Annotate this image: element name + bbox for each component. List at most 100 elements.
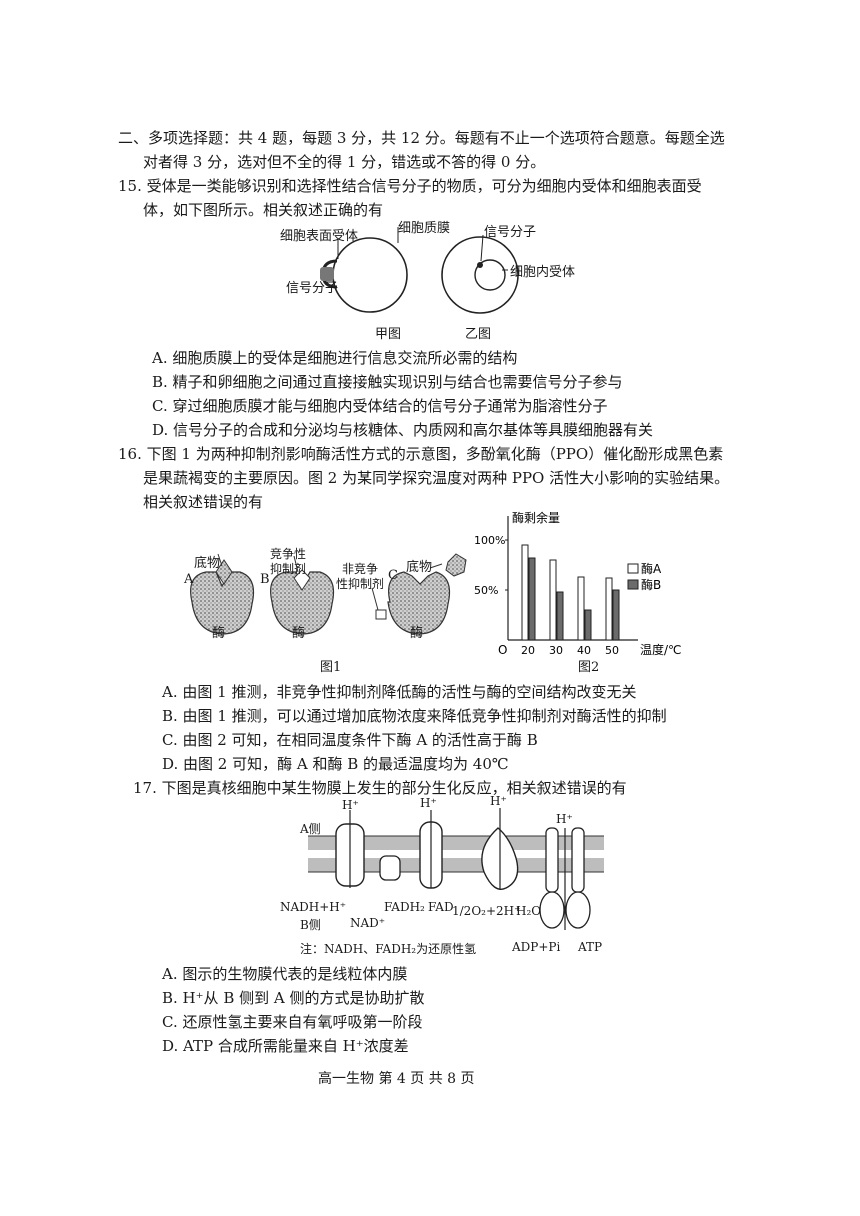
q17-option-b: B. H⁺从 B 侧到 A 侧的方式是协助扩散 bbox=[162, 989, 425, 1007]
q17-stem: 17. 下图是真核细胞中某生物膜上发生的部分生化反应，相关叙述错误的有 bbox=[133, 779, 627, 797]
q17-option-a: A. 图示的生物膜代表的是线粒体内膜 bbox=[162, 965, 408, 983]
y-axis-title: 酶剩余量 bbox=[512, 510, 560, 525]
figure2-caption: 图2 bbox=[578, 660, 600, 675]
water-label: H₂O bbox=[516, 904, 542, 918]
side-b-label: B侧 bbox=[300, 918, 321, 932]
y-tick-label: 100% bbox=[474, 534, 505, 547]
enzyme-label-c-letter: C bbox=[388, 568, 398, 583]
enzyme-label-a-letter: A bbox=[184, 572, 194, 587]
figure-caption-jia: 甲图 bbox=[375, 327, 402, 342]
y-tick-label: 50% bbox=[474, 584, 498, 597]
proton-label-2: H⁺ bbox=[420, 796, 437, 810]
figure-caption-yi: 乙图 bbox=[465, 327, 492, 342]
cell-a-membrane bbox=[332, 237, 408, 313]
q17-membrane-figure: H⁺ H⁺ H⁺ H⁺ A侧 NADH+H⁺ B侧 NAD⁺ FADH₂ FAD… bbox=[280, 794, 620, 960]
signal-molecule-a bbox=[320, 267, 334, 281]
signal-molecule-b bbox=[477, 262, 483, 268]
q16-stem-line2: 是果蔬褐变的主要原因。图 2 为某同学探究温度对两种 PPO 活性大小影响的实验… bbox=[143, 469, 730, 487]
proton-label-1: H⁺ bbox=[342, 798, 359, 812]
inner-receptor-label: 细胞内受体 bbox=[510, 265, 576, 280]
q17-option-d: D. ATP 合成所需能量来自 H⁺浓度差 bbox=[162, 1037, 409, 1055]
legend-swatch-酶A bbox=[627, 563, 639, 574]
q16-option-a: A. 由图 1 推测，非竞争性抑制剂降低酶的活性与酶的空间结构改变无关 bbox=[162, 683, 637, 701]
proton-label-4: H⁺ bbox=[556, 812, 573, 826]
nadh-label: NADH+H⁺ bbox=[280, 900, 347, 914]
bar-酶A-30 bbox=[549, 559, 557, 641]
enzyme-shape-b bbox=[270, 571, 335, 635]
x-tick-label: 50 bbox=[605, 644, 619, 657]
complex-2 bbox=[379, 855, 401, 881]
figure1-caption: 图1 bbox=[320, 660, 342, 675]
q16-figure1: 底物 A 竞争性 抑制剂 B 非竞争 性抑制剂 C 底物 酶 酶 酶 图1 bbox=[180, 540, 480, 680]
x-axis-title: 温度/℃ bbox=[640, 642, 682, 657]
page-footer: 高一生物 第 4 页 共 8 页 bbox=[318, 1071, 475, 1087]
q15-stem-line1: 15. 受体是一类能够识别和选择性结合信号分子的物质，可分为细胞内受体和细胞表面… bbox=[118, 177, 702, 195]
q15-option-b: B. 精子和卵细胞之间通过直接接触实现识别与结合也需要信号分子参与 bbox=[152, 373, 623, 391]
atp-label: ATP bbox=[578, 940, 603, 954]
enzyme-text-b: 酶 bbox=[292, 626, 306, 641]
substrate-label-c: 底物 bbox=[406, 560, 433, 575]
enzyme-shape-c bbox=[387, 571, 451, 635]
atp-synthase-stalk-right bbox=[571, 827, 585, 893]
reducing-hydrogen-note: 注：NADH、FADH₂为还原性氢 bbox=[300, 942, 477, 956]
fadh2-label: FADH₂ bbox=[384, 900, 425, 914]
enzyme-label-b-letter: B bbox=[260, 572, 270, 587]
atp-synthase-stalk-left bbox=[545, 827, 559, 893]
signal-molecule-label-left: 信号分子 bbox=[286, 281, 339, 296]
noncompetitive-inhibitor-shape bbox=[375, 609, 387, 620]
proton-label-3: H⁺ bbox=[490, 794, 507, 808]
competitive-inhibitor-label-line1: 竞争性 bbox=[270, 547, 307, 561]
noncompetitive-inhibitor-label-line1: 非竞争 bbox=[342, 562, 379, 576]
q15-option-c: C. 穿过细胞质膜才能与细胞内受体结合的信号分子通常为脂溶性分子 bbox=[152, 397, 608, 415]
q16-option-d: D. 由图 2 可知，酶 A 和酶 B 的最适温度均为 40℃ bbox=[162, 755, 509, 773]
bar-酶B-20 bbox=[528, 557, 536, 641]
enzyme-text-a: 酶 bbox=[212, 626, 226, 641]
atp-synthase-head-left bbox=[539, 891, 565, 929]
nad-label: NAD⁺ bbox=[350, 916, 386, 930]
q15-option-a: A. 细胞质膜上的受体是细胞进行信息交流所必需的结构 bbox=[152, 349, 518, 367]
q16-stem-line3: 相关叙述错误的有 bbox=[143, 493, 264, 511]
atp-synthase-head-right bbox=[565, 891, 591, 929]
bar-酶B-40 bbox=[584, 609, 592, 641]
origin-label: O bbox=[498, 643, 507, 657]
legend-swatch-酶B bbox=[627, 579, 639, 590]
fad-label: FAD bbox=[428, 900, 454, 914]
enzyme-text-c: 酶 bbox=[410, 626, 424, 641]
substrate-label-a: 底物 bbox=[194, 556, 221, 571]
q17-option-c: C. 还原性氢主要来自有氧呼吸第一阶段 bbox=[162, 1013, 423, 1031]
inhibitor-diagram bbox=[190, 553, 467, 635]
bar-酶B-30 bbox=[556, 591, 564, 641]
q15-receptor-figure: 细胞表面受体 细胞质膜 信号分子 信号分子 细胞内受体 甲图 乙图 bbox=[270, 215, 600, 345]
legend-label-酶A: 酶A bbox=[641, 561, 662, 576]
q15-stem-line2: 体，如下图所示。相关叙述正确的有 bbox=[143, 201, 384, 219]
receptor-diagram bbox=[320, 227, 519, 314]
surface-receptor-label: 细胞表面受体 bbox=[280, 229, 359, 244]
q16-stem-line1: 16. 下图 1 为两种抑制剂影响酶活性方式的示意图，多酚氧化酶（PPO）催化酚… bbox=[118, 445, 724, 463]
bar-酶A-50 bbox=[605, 577, 613, 641]
legend-label-酶B: 酶B bbox=[641, 577, 661, 592]
q16-option-c: C. 由图 2 可知，在相同温度条件下酶 A 的活性高于酶 B bbox=[162, 731, 538, 749]
bar-酶B-50 bbox=[612, 589, 620, 641]
competitive-inhibitor-shape bbox=[293, 569, 311, 591]
section-title-line1: 二、多项选择题：共 4 题，每题 3 分，共 12 分。每题有不止一个选项符合题… bbox=[118, 129, 725, 147]
q15-option-d: D. 信号分子的合成和分泌均与核糖体、内质网和高尔基体等具膜细胞器有关 bbox=[152, 421, 654, 439]
cell-b-membrane bbox=[441, 236, 519, 314]
side-a-label: A侧 bbox=[300, 822, 321, 836]
noncompetitive-inhibitor-label-line2: 性抑制剂 bbox=[336, 577, 385, 591]
competitive-inhibitor-label-line2: 抑制剂 bbox=[270, 562, 307, 576]
x-tick-label: 30 bbox=[549, 644, 563, 657]
section-title-line2: 对者得 3 分，选对但不全的得 1 分，错选或不答的得 0 分。 bbox=[143, 153, 546, 171]
electron-transport-diagram bbox=[308, 808, 604, 930]
enzyme-shape-a bbox=[190, 571, 255, 635]
x-tick-label: 40 bbox=[577, 644, 591, 657]
x-tick-label: 20 bbox=[521, 644, 535, 657]
bar-酶A-40 bbox=[577, 576, 585, 641]
bar-酶A-20 bbox=[521, 544, 529, 641]
adp-label: ADP+Pi bbox=[512, 940, 561, 954]
q16-option-b: B. 由图 1 推测，可以通过增加底物浓度来降低竞争性抑制剂对酶活性的抑制 bbox=[162, 707, 667, 725]
signal-molecule-label-top: 信号分子 bbox=[484, 225, 537, 240]
substrate-shape-c bbox=[445, 553, 467, 577]
oxygen-label: 1/2O₂+2H⁺ bbox=[452, 904, 521, 918]
